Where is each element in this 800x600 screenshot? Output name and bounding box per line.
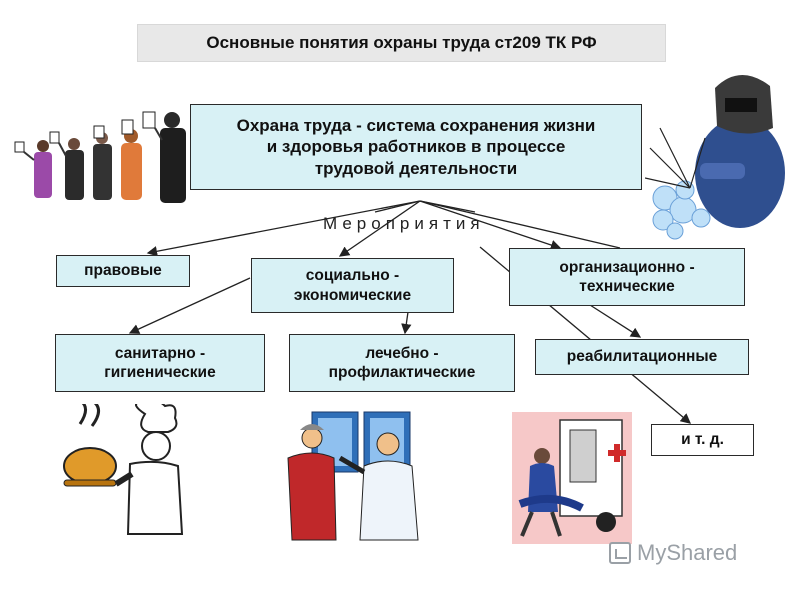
box-medical-line-2: профилактические xyxy=(329,363,476,382)
definition-line-3: трудовой деятельности xyxy=(315,158,517,179)
ambulance-clipart xyxy=(512,412,632,544)
arrow-to-rehab xyxy=(590,305,640,337)
box-sanitary-line-2: гигиенические xyxy=(104,363,215,382)
box-medical: лечебно - профилактические xyxy=(289,334,515,392)
definition-line-1: Охрана труда - система сохранения жизни xyxy=(237,115,596,136)
box-socio-economic: социально - экономические xyxy=(251,258,454,313)
box-org-line-1: организационно - xyxy=(559,258,694,277)
box-etc-label: и т. д. xyxy=(681,430,724,449)
definition-line-2: и здоровья работников в процессе xyxy=(267,136,566,157)
box-socio-line-2: экономические xyxy=(294,286,411,305)
box-rehab-label: реабилитационные xyxy=(567,347,718,366)
myshared-logo-icon xyxy=(609,542,631,564)
doctor-clipart xyxy=(278,410,428,545)
watermark: MyShared xyxy=(609,540,737,566)
box-medical-line-1: лечебно - xyxy=(365,344,438,363)
voters-clipart xyxy=(10,100,200,205)
box-etc: и т. д. xyxy=(651,424,754,456)
arrow-stub-left xyxy=(375,201,420,212)
box-sanitary-line-1: санитарно - xyxy=(115,344,205,363)
box-legal-label: правовые xyxy=(84,261,162,280)
box-org-line-2: технические xyxy=(579,277,674,296)
arrow-to-medical xyxy=(405,312,408,333)
box-legal: правовые xyxy=(56,255,190,287)
box-sanitary: санитарно - гигиенические xyxy=(55,334,265,392)
box-socio-line-1: социально - xyxy=(306,266,399,285)
welder-clipart xyxy=(645,68,795,248)
box-rehab: реабилитационные xyxy=(535,339,749,375)
watermark-text: MyShared xyxy=(637,540,737,566)
chef-clipart xyxy=(60,404,190,544)
measures-label: Мероприятия xyxy=(323,214,485,234)
box-org-technical: организационно - технические xyxy=(509,248,745,306)
definition-box: Охрана труда - система сохранения жизни … xyxy=(190,104,642,190)
